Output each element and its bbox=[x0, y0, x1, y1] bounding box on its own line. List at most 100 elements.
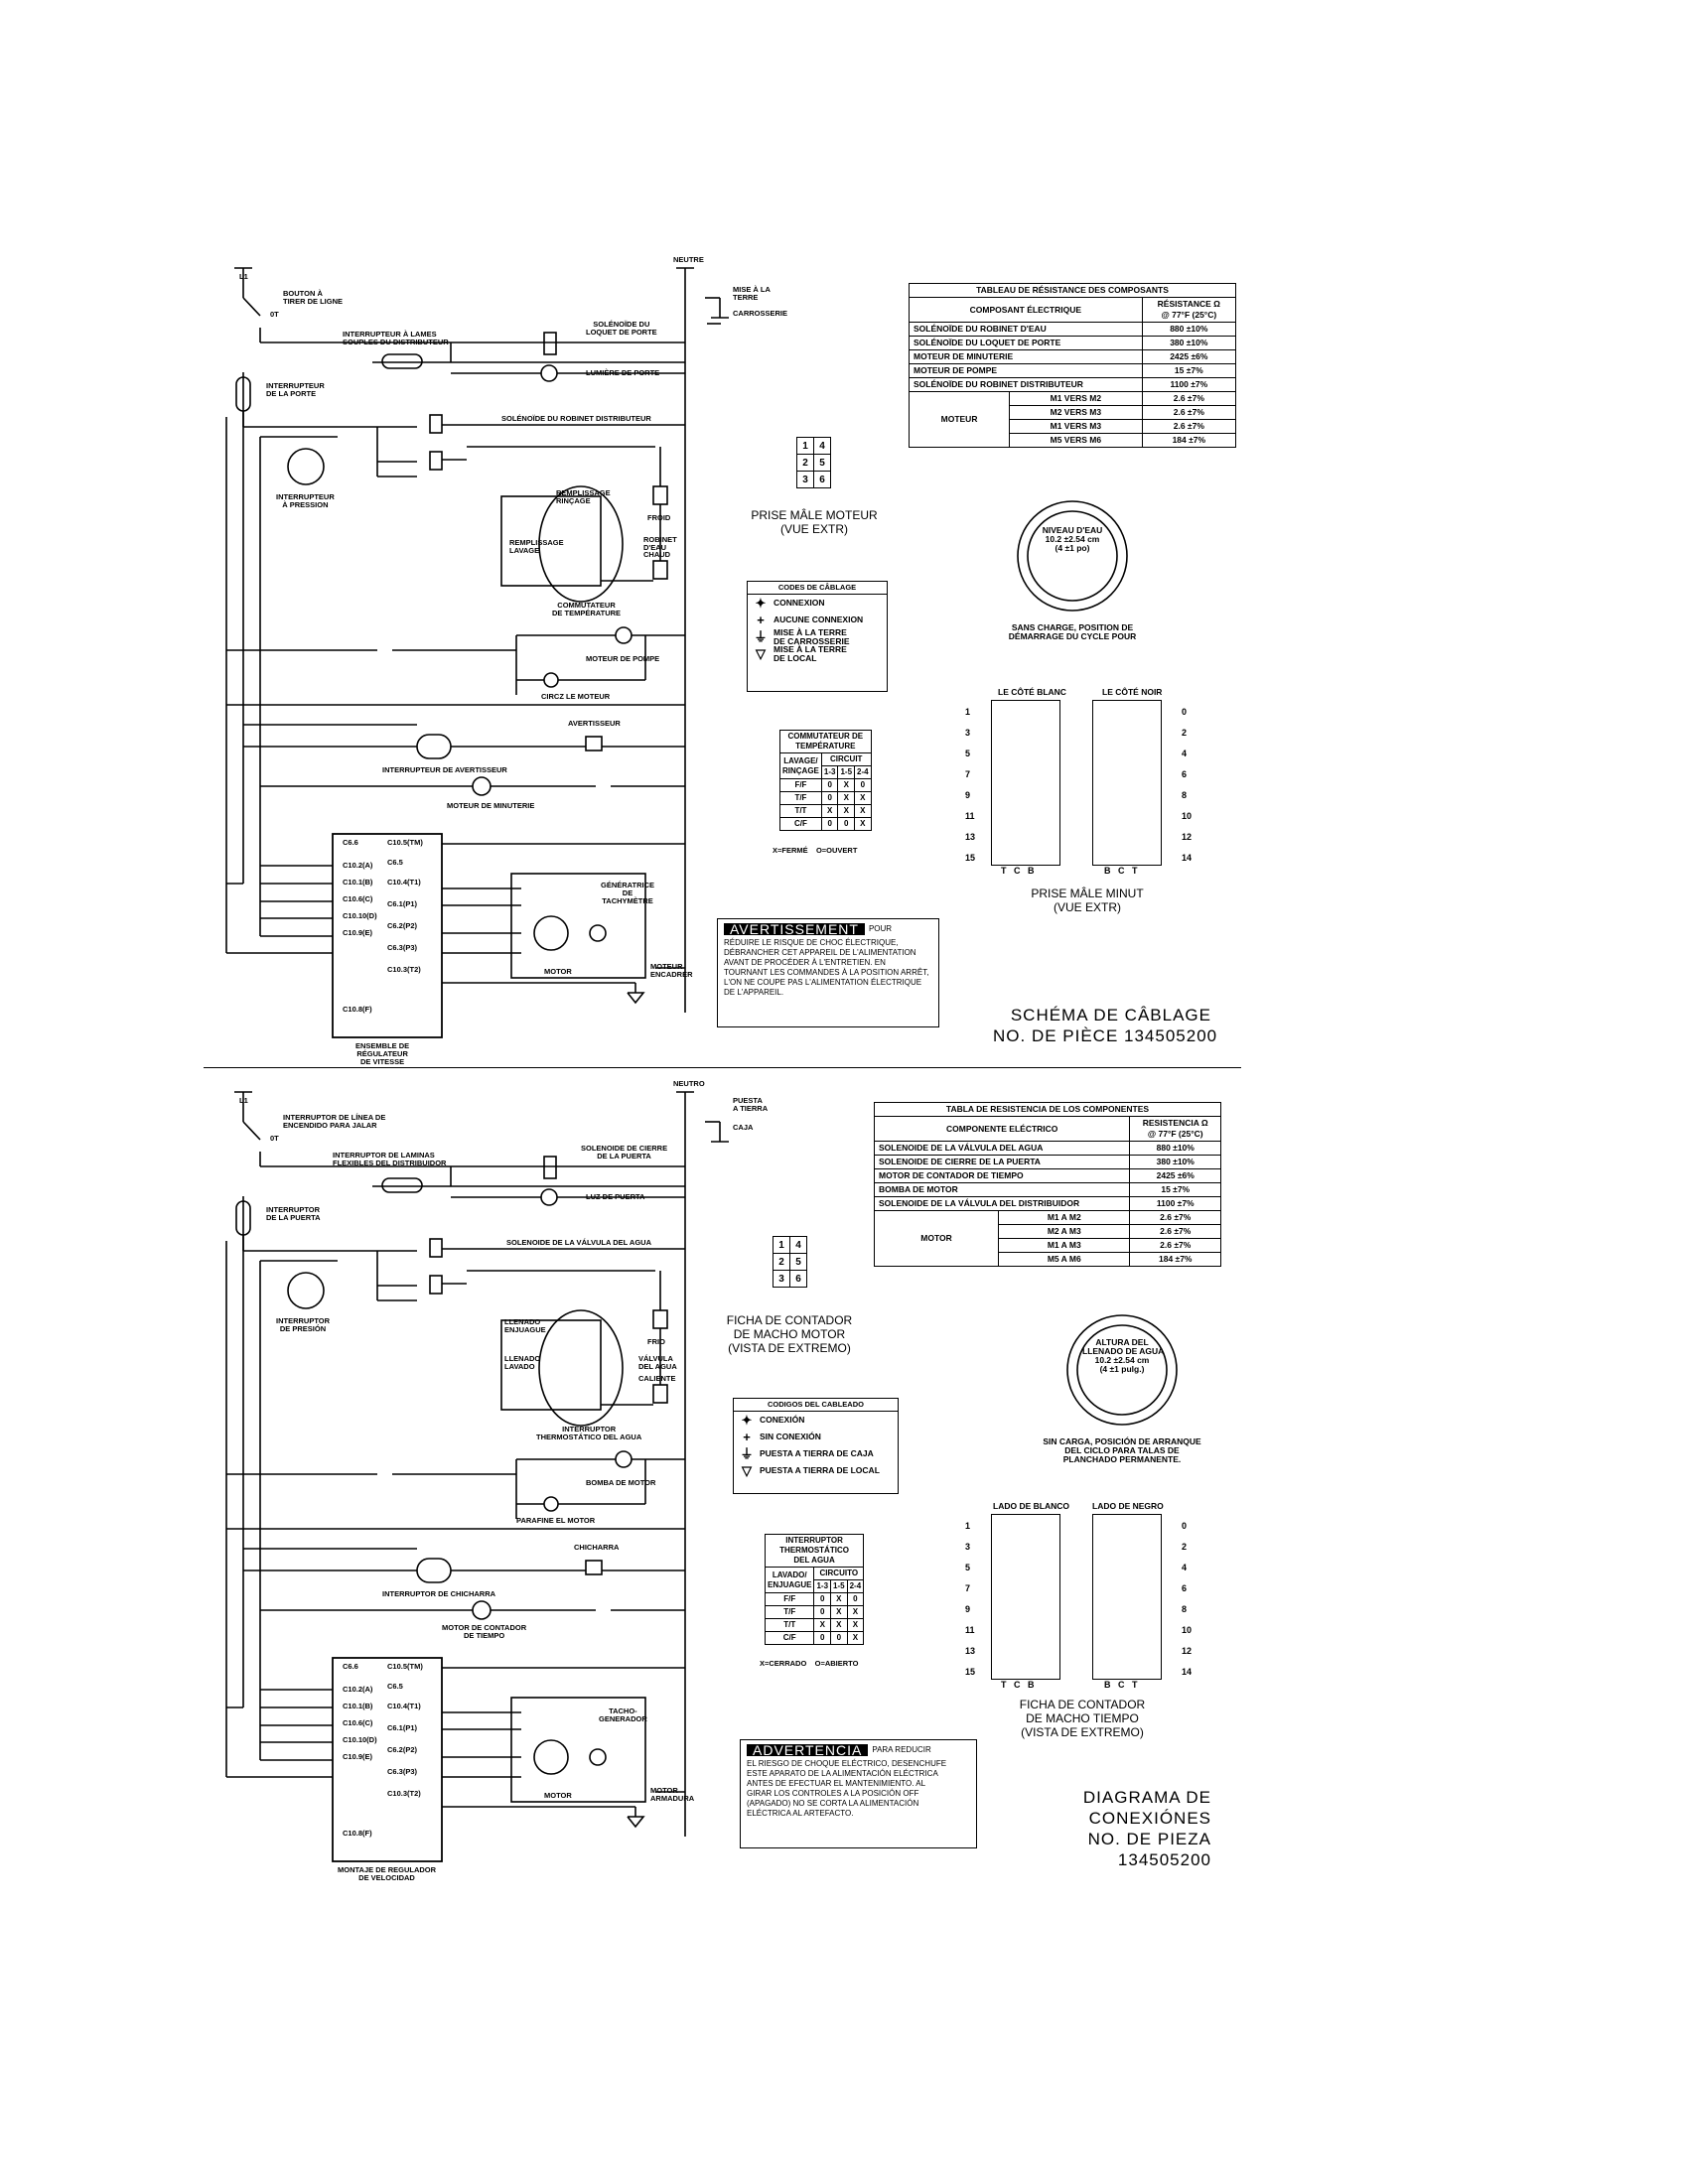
es-warning-text: EL RIESGO DE CHOQUE ELÉCTRICO, DESENCHUF… bbox=[747, 1759, 947, 1818]
fr-table-val: 184 ±7% bbox=[1141, 433, 1237, 448]
fr-pin-num: 12 bbox=[1182, 832, 1193, 842]
es-table-col1: COMPONENTE ELÉCTRICO bbox=[873, 1116, 1131, 1142]
fr-table-val: 380 ±10% bbox=[1141, 336, 1237, 350]
es-black-side-label: LADO DE NEGRO bbox=[1092, 1501, 1164, 1511]
es-pin-num: 8 bbox=[1182, 1604, 1188, 1614]
es-warning-tag: ADVERTENCIA bbox=[747, 1743, 869, 1757]
es-table-val: 380 ±10% bbox=[1129, 1155, 1221, 1169]
es-speed-controller-label: MONTAJE DE REGULADOR DE VELOCIDAD bbox=[338, 1865, 437, 1882]
fr-temp-col: 2-4 bbox=[854, 765, 872, 779]
fr-table-row: SOLÉNOÏDE DU ROBINET DISTRIBUTEUR bbox=[909, 377, 1143, 392]
es-pin-right: C6.3(P3) bbox=[387, 1767, 418, 1776]
fr-tacho-label: GÉNÉRATRICE DE TACHYMÈTRE bbox=[601, 881, 655, 905]
es-legend-item: ▽PUESTA A TIERRA DE LOCAL bbox=[742, 1463, 880, 1478]
fr-pin-left: C10.2(A) bbox=[343, 861, 373, 870]
fr-temp-cell: 0 bbox=[820, 791, 839, 805]
es-temp-cell: X bbox=[813, 1618, 832, 1632]
es-temp-switch-table: INTERRUPTOR THERMOSTÁTICO DEL AGUA LAVAD… bbox=[764, 1534, 865, 1645]
fr-temp-row-head: LAVAGE/ RINÇAGE bbox=[779, 752, 822, 779]
es-table-val: 15 ±7% bbox=[1129, 1182, 1221, 1197]
fr-pin-num: 15 bbox=[965, 853, 976, 863]
fr-table-val: 880 ±10% bbox=[1141, 322, 1237, 337]
es-pin-right: C10.5(TM) bbox=[387, 1662, 423, 1671]
fr-water-level-note: SANS CHARGE, POSITION DE DÉMARRAGE DU CY… bbox=[1008, 622, 1137, 641]
fr-warning-text: RÉDUIRE LE RISQUE DE CHOC ÉLECTRIQUE, DÉ… bbox=[724, 938, 929, 997]
es-legend-title: CODIGOS DEL CABLEADO bbox=[734, 1399, 898, 1412]
fr-l1-label: L1 bbox=[239, 272, 248, 281]
es-ground-label: PUESTA A TIERRA bbox=[733, 1096, 769, 1113]
es-ot-label: 0T bbox=[270, 1134, 279, 1143]
fr-door-switch-label: INTERRUPTEUR DE LA PORTE bbox=[266, 381, 325, 398]
es-reed-switch-label: INTERRUPTOR DE LAMINAS FLEXIBLES DEL DIS… bbox=[333, 1151, 447, 1167]
es-temp-row-head: LAVADO/ ENJUAGUE bbox=[764, 1567, 815, 1593]
fr-fill-wash-label: REMPLISSAGE LAVAGE bbox=[509, 538, 564, 555]
fr-pin-num: 10 bbox=[1182, 811, 1193, 821]
es-pin-num: 15 bbox=[965, 1667, 976, 1677]
fr-pin-right: C10.4(T1) bbox=[387, 878, 421, 887]
fr-pin-num: 6 bbox=[1182, 769, 1188, 779]
fr-pin-num: 5 bbox=[965, 749, 971, 758]
fr-temp-cell: 0 bbox=[820, 817, 839, 831]
fr-temp-cell: X bbox=[837, 778, 856, 792]
es-temp-cell: 0 bbox=[813, 1631, 832, 1645]
es-table-motor-row: M1 A M3 bbox=[998, 1238, 1131, 1253]
fr-table-val: 2.6 ±7% bbox=[1141, 391, 1237, 406]
es-pressure-switch-label: INTERRUPTOR DE PRESIÓN bbox=[276, 1316, 331, 1333]
fr-table-row: MOTEUR DE MINUTERIE bbox=[909, 349, 1143, 364]
es-pin-num: 4 bbox=[1182, 1563, 1188, 1572]
es-legend-item: ✦CONEXIÓN bbox=[741, 1413, 805, 1428]
es-line-switch-label: INTERRUPTOR DE LÍNEA DE ENCENDIDO PARA J… bbox=[283, 1113, 386, 1130]
es-timer-motor-label: MOTOR DE CONTADOR DE TIEMPO bbox=[442, 1623, 527, 1640]
fr-controller-pins-right: C10.5(TM) C6.5 C10.4(T1) C6.1(P1) C6.2(P… bbox=[387, 839, 447, 988]
fr-wiring-legend: CODES DE CÂBLAGE ✦CONNEXION +AUCUNE CONN… bbox=[747, 581, 888, 692]
es-warning-pour: PARA REDUCIR bbox=[872, 1745, 931, 1754]
fr-table-col2: RÉSISTANCE Ω @ 77°F (25°C) bbox=[1141, 297, 1237, 323]
es-buzzer-switch-label: INTERRUPTOR DE CHICHARRA bbox=[382, 1589, 496, 1598]
es-black-bottom: B C T bbox=[1104, 1680, 1138, 1690]
es-buzzer-label: CHICHARRA bbox=[574, 1543, 620, 1552]
fr-ot-label: 0T bbox=[270, 310, 279, 319]
fr-table-motor-row: M5 VERS M6 bbox=[1009, 433, 1143, 448]
es-temp-cell: 0 bbox=[830, 1631, 848, 1645]
fr-door-latch-label: SOLÉNOÏDE DU LOQUET DE PORTE bbox=[586, 320, 657, 337]
es-valve-solenoid-label: SOLENOIDE DE LA VÁLVULA DEL AGUA bbox=[506, 1238, 651, 1247]
fr-table-col1: COMPOSANT ÉLECTRIQUE bbox=[909, 297, 1143, 323]
es-pin-left: C10.10(D) bbox=[343, 1735, 377, 1744]
fr-table-val: 2.6 ±7% bbox=[1141, 419, 1237, 434]
es-table-motor-row: M5 A M6 bbox=[998, 1252, 1131, 1267]
fr-table-motor: MOTEUR bbox=[908, 391, 1011, 448]
es-pin-right: C6.1(P1) bbox=[387, 1723, 418, 1732]
es-temp-cell: C/F bbox=[764, 1631, 815, 1645]
fr-table-title: TABLEAU DE RÉSISTANCE DES COMPOSANTS bbox=[909, 283, 1236, 298]
es-timer-plug-left-nums: 1 3 5 7 9 11 13 15 bbox=[965, 1521, 985, 1688]
es-neutro-label: NEUTRO bbox=[673, 1079, 705, 1088]
fr-pin-num: 9 bbox=[965, 790, 971, 800]
fr-pin-right: C6.5 bbox=[387, 858, 403, 867]
fr-temp-cell: X bbox=[854, 817, 872, 831]
fr-pin-left: C10.9(E) bbox=[343, 928, 373, 937]
fr-pin-left: C10.1(B) bbox=[343, 878, 373, 887]
fr-temp-cell: C/F bbox=[779, 817, 822, 831]
fr-temp-switch-table: COMMUTATEUR DE TEMPÉRATURE LAVAGE/ RINÇA… bbox=[779, 730, 872, 831]
es-pin-left: C10.2(A) bbox=[343, 1685, 373, 1694]
es-pin-num: 6 bbox=[1182, 1583, 1188, 1593]
fr-fill-rinse-label: REMPLISSAGE RINÇAGE bbox=[556, 488, 611, 505]
fr-temp-cell: T/F bbox=[779, 791, 822, 805]
fr-black-bottom: B C T bbox=[1104, 866, 1138, 876]
es-pin-left: C10.9(E) bbox=[343, 1752, 373, 1761]
fr-circ-motor-label: CIRCZ LE MOTEUR bbox=[541, 692, 611, 701]
fr-motor-label: MOTOR bbox=[544, 967, 572, 976]
es-door-light-label: LUZ DE PUERTA bbox=[586, 1192, 645, 1201]
fr-pin-right: C6.2(P2) bbox=[387, 921, 418, 930]
es-caja-label: CAJA bbox=[733, 1123, 754, 1132]
fr-warning-pour: POUR bbox=[868, 924, 893, 933]
fr-neutre-label: NEUTRE bbox=[673, 255, 704, 264]
spanish-wiring-diagram: L1 INTERRUPTOR DE LÍNEA DE ENCENDIDO PAR… bbox=[0, 1072, 1688, 2184]
fr-pin-right: C10.5(TM) bbox=[387, 838, 423, 847]
fr-diagram-title: SCHÉMA DE CÂBLAGE NO. DE PIÈCE 134505200 bbox=[993, 1006, 1218, 1045]
es-motor-plug-caption: FICHA DE CONTADOR DE MACHO MOTOR (VISTA … bbox=[726, 1313, 853, 1355]
es-table-val: 880 ±10% bbox=[1129, 1141, 1221, 1156]
